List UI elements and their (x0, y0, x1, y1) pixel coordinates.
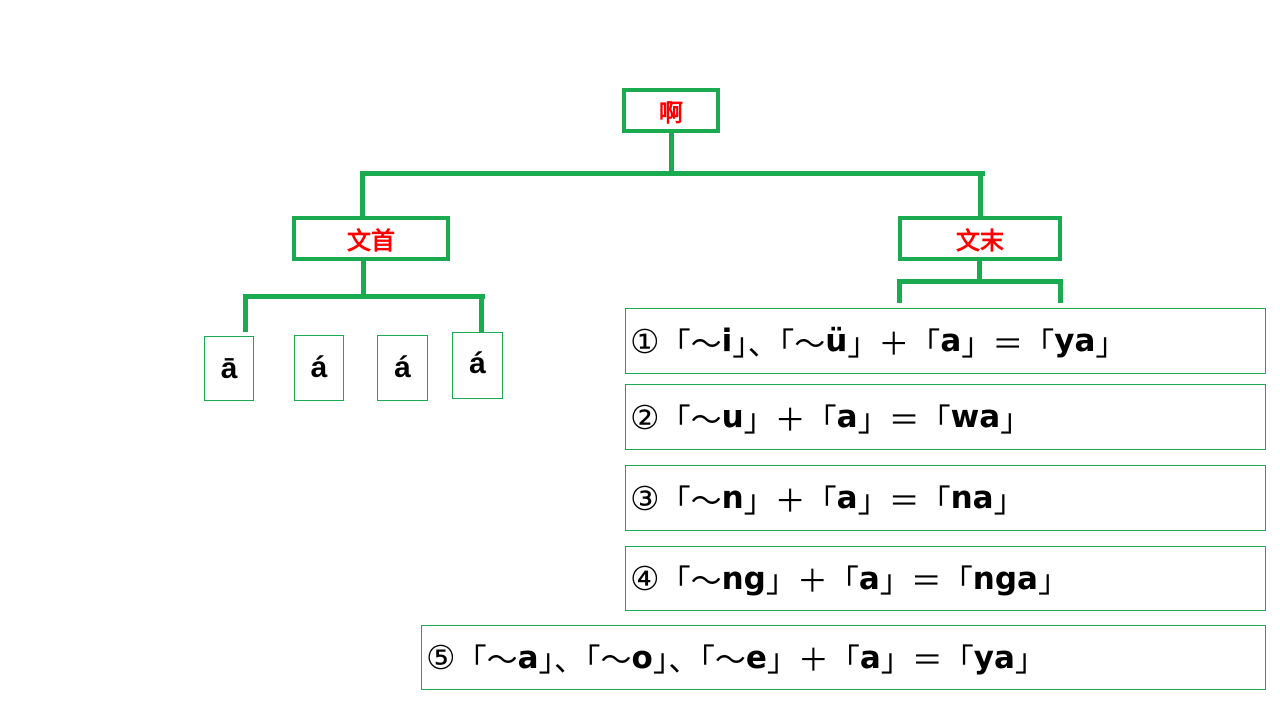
rule-symbol: 」 (1095, 326, 1127, 363)
rule-number: ③ (630, 478, 660, 518)
rule-sound: u (721, 399, 744, 435)
rule-number: ④ (630, 559, 660, 598)
rule-sound: a (836, 399, 858, 435)
rule-sound: a (859, 639, 881, 676)
rule-symbol: 」＝「 (857, 483, 951, 520)
rule-symbol: 「～ (659, 326, 722, 363)
rule-sound: e (745, 639, 767, 676)
end-bar (897, 279, 1063, 284)
rule-symbol: 」、「～ (732, 326, 826, 363)
rule-symbol: 「～ (455, 643, 518, 679)
start-form-3: á (377, 335, 428, 401)
start-node: 文首 (292, 216, 450, 261)
start-stem (361, 259, 366, 296)
start-form-4: á (452, 332, 503, 399)
rule-symbol: 」＋「 (743, 402, 837, 439)
rule-symbol: 」、「～ (652, 643, 746, 679)
rule-symbol: 」＝「 (961, 326, 1055, 363)
rule-symbol: 」＝「 (879, 564, 973, 600)
rule-5: ⑤「～a」、「～o」、「～e」＋「a」＝「ya」 (421, 625, 1266, 690)
root-stem (669, 131, 674, 173)
rule-symbol: 」 (1014, 643, 1046, 679)
rule-1: ①「～i」、「～ü」＋「a」＝「ya」 (625, 308, 1266, 374)
rule-symbol: 」＝「 (880, 643, 974, 679)
end-leg-right (1058, 279, 1063, 303)
rule-number: ⑤ (426, 638, 456, 677)
rule-sound: a (836, 480, 858, 516)
rule-sound: n (721, 480, 744, 516)
root-node: 啊 (622, 88, 720, 133)
rule-sound: a (858, 560, 880, 597)
rule-sound: nga (972, 560, 1038, 597)
start-form-1: ā (204, 336, 254, 401)
rule-sound: o (631, 639, 653, 676)
start-leg-right (479, 294, 484, 332)
rule-symbol: 「～ (659, 402, 722, 439)
rule-sound: wa (950, 399, 1001, 435)
start-bar (243, 294, 485, 299)
rule-symbol: 」 (1037, 564, 1069, 600)
rule-symbol: 「～ (659, 564, 722, 600)
rule-number: ① (630, 321, 660, 361)
end-stem (977, 259, 982, 281)
rule-sound: a (517, 639, 539, 676)
rule-symbol: 」 (993, 483, 1025, 520)
rule-symbol: 」 (1000, 402, 1032, 439)
rule-sound: ya (973, 639, 1015, 676)
rule-symbol: 」＋「 (766, 643, 860, 679)
rule-4: ④「～ng」＋「a」＝「nga」 (625, 546, 1266, 611)
rule-symbol: 」＋「 (743, 483, 837, 520)
rule-sound: i (721, 323, 733, 359)
rule-3: ③「～n」＋「a」＝「na」 (625, 465, 1266, 531)
rule-symbol: 」＋「 (847, 326, 941, 363)
start-leg-left (243, 294, 248, 332)
rule-sound: a (940, 323, 962, 359)
rule-sound: na (950, 480, 994, 516)
start-form-2: á (294, 335, 344, 401)
rule-symbol: 」＋「 (765, 564, 859, 600)
rule-sound: ng (721, 560, 766, 597)
end-leg-left (897, 279, 902, 303)
rule-sound: ya (1054, 323, 1096, 359)
rule-number: ② (630, 397, 660, 437)
right-drop (978, 171, 983, 219)
rule-2: ②「～u」＋「a」＝「wa」 (625, 384, 1266, 450)
rule-symbol: 「～ (659, 483, 722, 520)
top-bar (360, 171, 985, 176)
rule-symbol: 」＝「 (857, 402, 951, 439)
end-node: 文末 (898, 216, 1062, 261)
rule-sound: ü (825, 323, 848, 359)
left-drop (360, 171, 365, 219)
rule-symbol: 」、「～ (538, 643, 632, 679)
